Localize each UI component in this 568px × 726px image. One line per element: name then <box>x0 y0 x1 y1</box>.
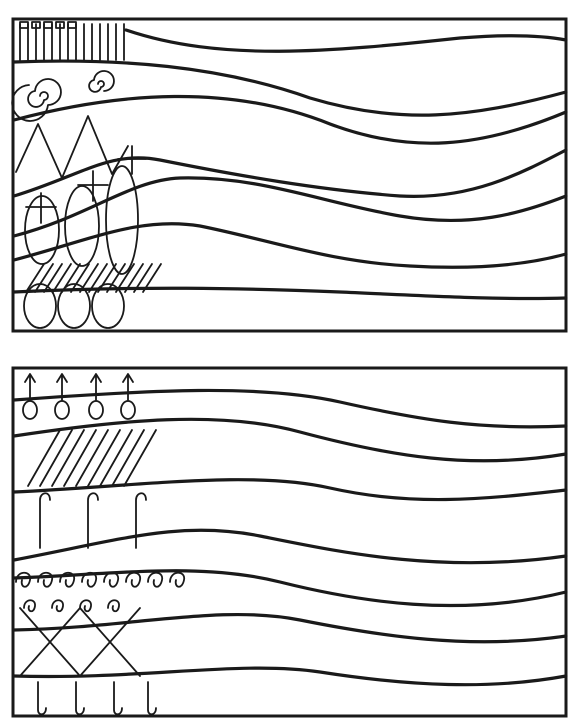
hooks-motif-lower <box>38 682 156 714</box>
hook-upper-2 <box>88 493 98 548</box>
arrow-loop-4 <box>121 401 135 419</box>
curl-lower-2 <box>52 600 63 611</box>
wavy-band-bottom-5 <box>14 571 566 606</box>
diagonal-hatch-line <box>26 264 44 292</box>
hook-upper-3 <box>136 493 146 548</box>
hooks-motif-upper <box>40 493 146 548</box>
top-panel-frame <box>13 19 566 331</box>
top-edge-tick <box>68 22 76 28</box>
vertical-hatching-motif <box>20 22 124 60</box>
up-arrow-1 <box>25 374 35 400</box>
zigzag-line <box>16 116 128 178</box>
spiral-motif <box>12 71 114 121</box>
arrow-loop-3 <box>89 401 103 419</box>
diagonal-hatch-line <box>53 264 71 292</box>
wavy-band-bottom-4 <box>14 530 566 563</box>
hook-lower-4 <box>148 682 156 714</box>
diagonal-hatch-line <box>44 264 62 292</box>
cross-1 <box>26 193 56 223</box>
tall-loop-3 <box>106 166 138 274</box>
small-curls-motif <box>16 573 184 612</box>
crossing-lines <box>20 608 140 676</box>
curl-2 <box>38 573 52 587</box>
wavy-band-bottom-7 <box>14 668 566 685</box>
curl-lower-4 <box>108 600 119 611</box>
tall-loop-2 <box>65 186 99 266</box>
diagonal-hatching-motif <box>28 430 156 486</box>
hook-lower-1 <box>38 682 46 714</box>
top-edge-tick <box>44 22 52 28</box>
zigzag-motif <box>16 116 128 178</box>
curl-lower-1 <box>24 600 35 611</box>
curl-6 <box>126 573 140 587</box>
arrow-loop-1 <box>23 401 37 419</box>
spiral-right <box>89 71 114 92</box>
tall-loops-motif <box>25 166 138 274</box>
top-panel <box>12 19 566 331</box>
curl-8 <box>170 573 184 587</box>
wavy-band-top-4 <box>14 150 566 196</box>
hook-lower-3 <box>114 682 122 714</box>
arrow-loop-2 <box>55 401 69 419</box>
crossing-diagonals-motif <box>20 608 140 676</box>
up-arrow-4 <box>123 374 133 400</box>
wavy-band-top-1 <box>126 30 566 51</box>
curl-5 <box>104 573 118 587</box>
bottom-wavy-bands <box>14 390 566 684</box>
hook-upper-1 <box>40 493 50 548</box>
wavy-band-top-2 <box>14 61 566 115</box>
bottom-panel <box>13 368 566 716</box>
hook-lower-2 <box>76 682 84 714</box>
curl-7 <box>148 573 162 587</box>
curl-1 <box>16 573 30 587</box>
top-motifs <box>12 22 161 328</box>
top-wavy-bands <box>14 30 566 299</box>
top-edge-tick <box>20 22 28 28</box>
